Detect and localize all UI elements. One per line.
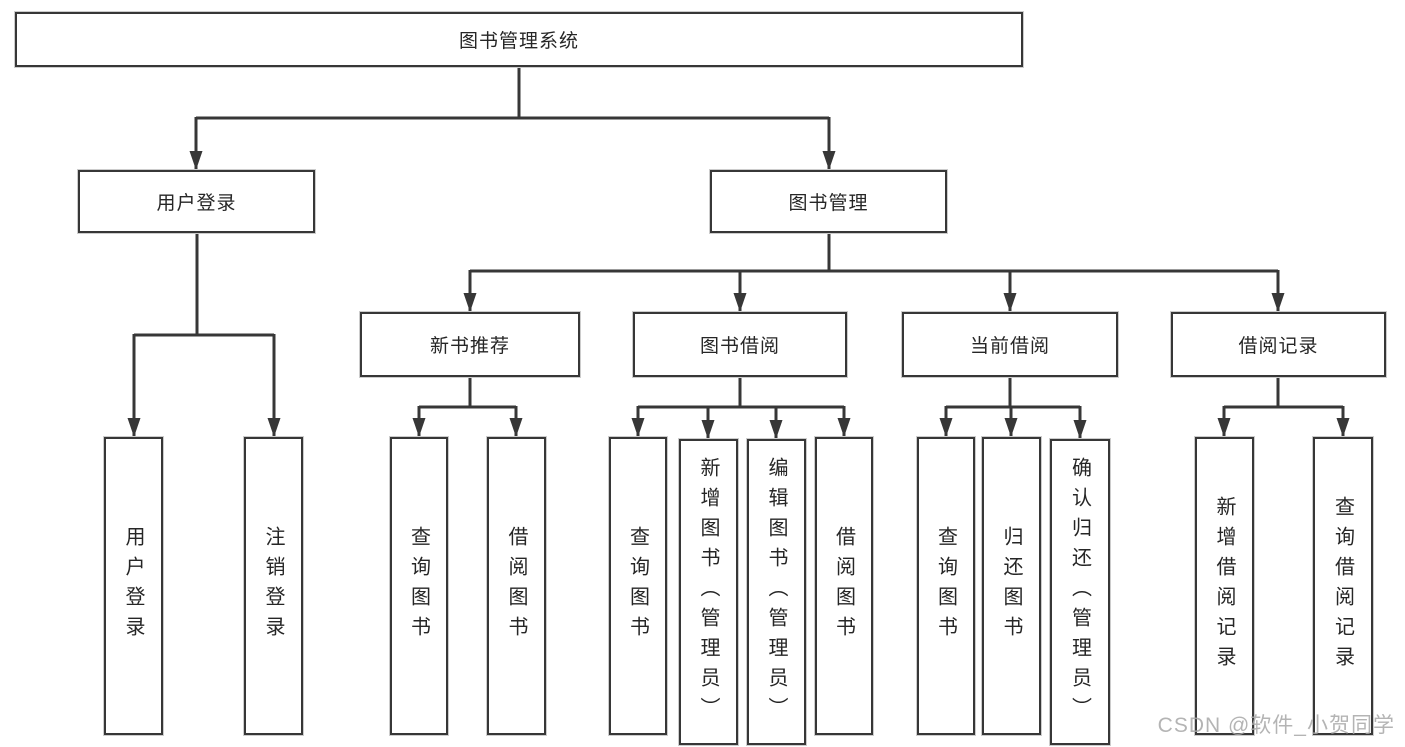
- leaf-borrow-books: 借阅图书: [815, 437, 873, 735]
- leaf-query-books: 查询图书: [390, 437, 448, 735]
- node-book-borrowing: 图书借阅: [633, 312, 847, 377]
- leaf-query-borrow-record: 查询借阅记录: [1313, 437, 1373, 735]
- node-library-management-system: 图书管理系统: [15, 12, 1023, 67]
- node-user-login: 用户登录: [78, 170, 315, 233]
- node-new-book-recommendation: 新书推荐: [360, 312, 580, 377]
- leaf-borrow-books: 借阅图书: [487, 437, 546, 735]
- node-book-management: 图书管理: [710, 170, 947, 233]
- leaf-add-books-admin: 新增图书（管理员）: [679, 439, 738, 745]
- node-borrowing-records: 借阅记录: [1171, 312, 1386, 377]
- leaf-return-books: 归还图书: [982, 437, 1041, 735]
- csdn-watermark: CSDN @软件_小贺同学: [1157, 714, 1395, 737]
- leaf-confirm-return-admin: 确认归还（管理员）: [1050, 439, 1110, 745]
- leaf-query-books: 查询图书: [609, 437, 667, 735]
- leaf-edit-books-admin: 编辑图书（管理员）: [747, 439, 806, 745]
- leaf-logout: 注销登录: [244, 437, 303, 735]
- leaf-add-borrow-record: 新增借阅记录: [1195, 437, 1254, 735]
- node-current-borrowing: 当前借阅: [902, 312, 1118, 377]
- leaf-query-books: 查询图书: [917, 437, 975, 735]
- leaf-user-login: 用户登录: [104, 437, 163, 735]
